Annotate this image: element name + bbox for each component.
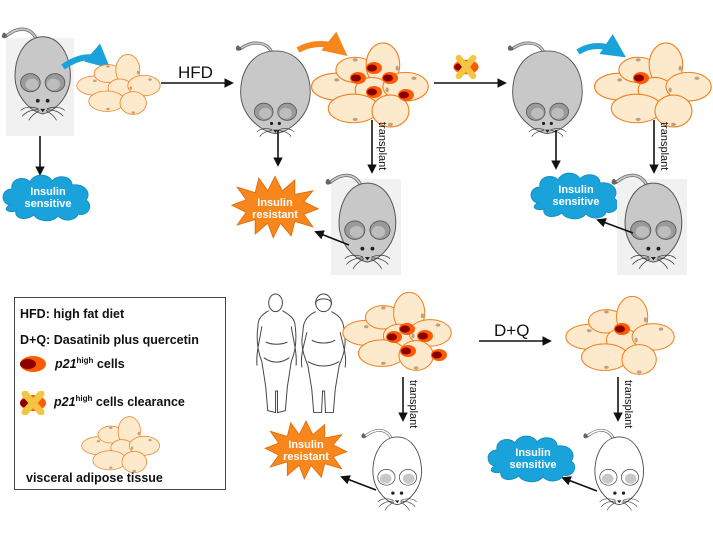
outcome-5-line2: sensitive (509, 459, 556, 471)
legend-item-p21: p21high cells (55, 356, 125, 371)
outcome-3-line1: Insulin (558, 184, 594, 196)
obese-woman-icon (300, 293, 347, 414)
curved-arrow-orange (296, 31, 348, 56)
outcome-3-line2: sensitive (552, 196, 599, 208)
transplant-label-1: transplant (376, 122, 388, 170)
legend-item-clearance: p21high cells clearance (54, 394, 185, 409)
adipose-tissue-hfd-icon (310, 42, 429, 128)
curved-arrow-blue-2 (576, 34, 626, 58)
adipose-tissue-lean-icon (76, 54, 161, 115)
p21-high-cell-icon (20, 356, 46, 372)
outcome-4-line1: Insulin (288, 439, 324, 451)
recipient-mouse-4-icon (583, 428, 645, 512)
legend-dq-key: D+Q: (20, 333, 51, 347)
recipient-outcome-arrow-4 (561, 476, 598, 492)
legend-clearance-gene: p21 (54, 395, 76, 409)
legend-item-hfd: HFD: high fat diet (20, 307, 124, 321)
p21-high-cell-remaining (633, 72, 649, 84)
cell-clearance-legend-icon (20, 391, 46, 415)
legend-item-adipose: visceral adipose tissue (26, 471, 163, 485)
outcome-2-line2: resistant (252, 209, 298, 221)
transplant-label-4: transplant (622, 380, 634, 428)
outcome-1-line2: sensitive (24, 198, 71, 210)
legend-dq-text: Dasatinib plus quercetin (53, 333, 199, 347)
legend-clearance-text: cells clearance (95, 395, 185, 409)
legend-item-dq: D+Q: Dasatinib plus quercetin (20, 333, 199, 347)
hfd-arrow-label: HFD (178, 63, 213, 82)
hfd-obese-mouse-icon (235, 41, 312, 139)
curved-arrow-blue (61, 43, 111, 70)
recipient-mouse-3-icon (361, 428, 423, 512)
outcome-1-line1: Insulin (30, 186, 66, 198)
outcome-2-line1: Insulin (257, 197, 293, 209)
cleared-mouse-icon (507, 41, 584, 139)
dq-arrow-label: D+Q (494, 321, 529, 340)
transplant-label-3: transplant (407, 380, 419, 428)
legend-p21-text: cells (96, 357, 125, 371)
recipient-outcome-arrow-3 (340, 475, 377, 491)
legend-hfd-key: HFD: (20, 307, 50, 321)
legend-clearance-sup: high (75, 394, 93, 403)
cell-clearance-icon (453, 58, 478, 76)
p21-high-cell-dq (614, 323, 630, 335)
legend-p21-gene: p21 (55, 357, 77, 371)
outcome-5-line1: Insulin (515, 447, 551, 459)
obese-man-icon (256, 293, 297, 414)
adipose-tissue-dq-icon (565, 295, 675, 375)
adipose-tissue-cleared-icon (593, 42, 712, 128)
transplant-label-2: transplant (658, 122, 670, 170)
recipient-outcome-arrow-2 (596, 218, 634, 234)
recipient-outcome-arrow-1 (314, 230, 350, 246)
legend-p21-sup: high (76, 356, 94, 365)
outcome-4-line2: resistant (283, 451, 329, 463)
legend-hfd-text: high fat diet (53, 307, 125, 321)
